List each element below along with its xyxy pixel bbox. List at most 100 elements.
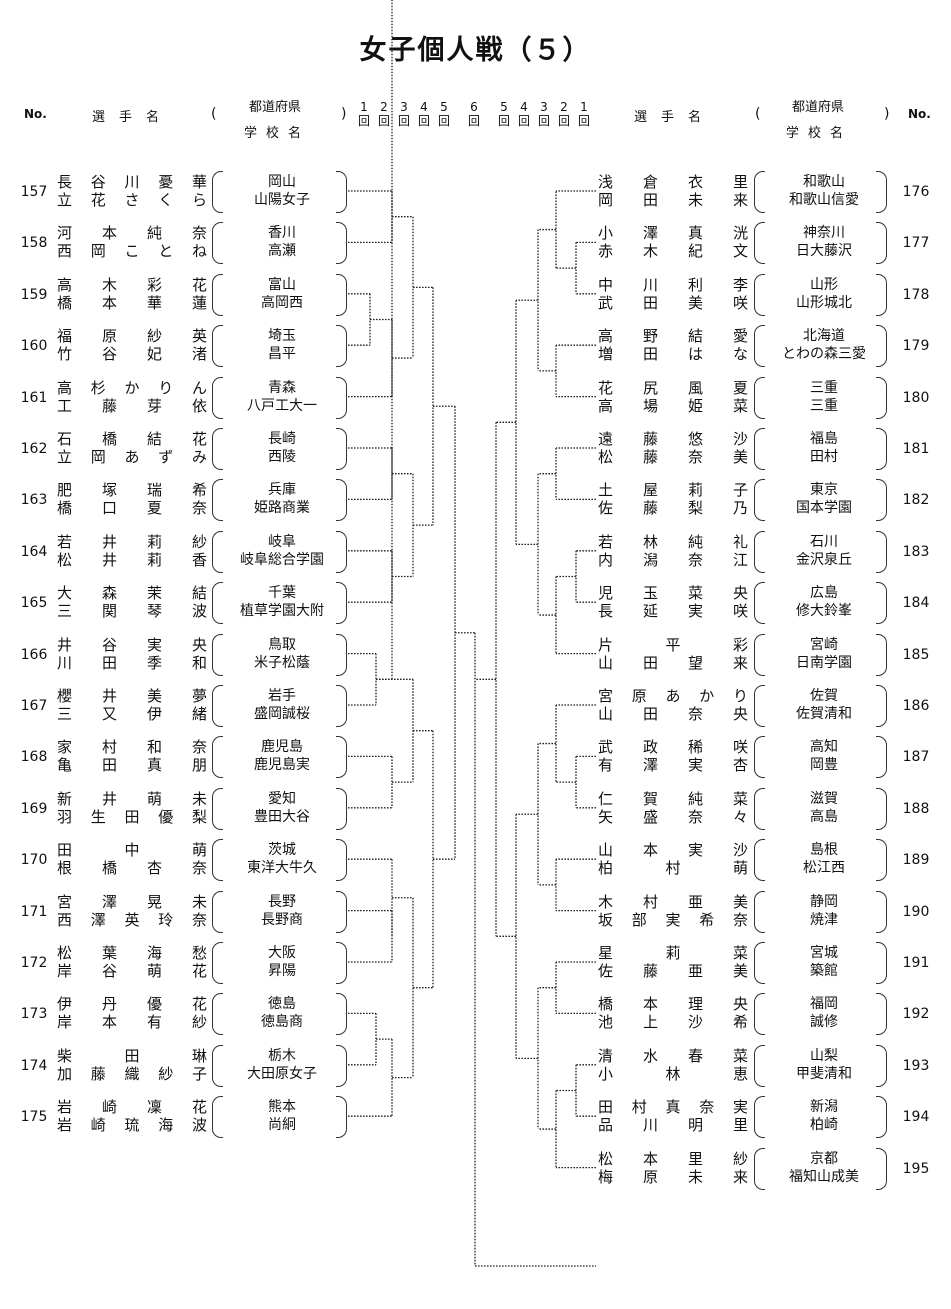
prefecture: 島根 [810,842,838,859]
prefecture: 香川 [268,225,296,242]
school-name: 米子松蔭 [254,654,310,671]
player-name: 松本里紗 [598,1149,748,1168]
bracket-paren-left [754,1147,765,1190]
bracket-paren-left [754,273,765,316]
player-name: 櫻井美夢 [57,687,207,705]
entry-number: 160 [20,338,48,355]
school-name: 修大鈴峯 [796,603,852,620]
player-name: 立岡あずみ [57,448,207,466]
school-name: 築館 [810,963,838,979]
bracket-paren-right [876,1147,887,1190]
prefecture: 静岡 [810,893,838,910]
player-name: 田中萌 [57,841,207,860]
player-name: 岸谷萌花 [57,962,207,980]
player-name: 橋口夏奈 [57,499,207,518]
player-name: 品川明里 [598,1116,748,1135]
player-name: 西岡ことね [57,242,207,261]
entry-number: 174 [20,1057,48,1074]
bracket-paren-left [212,1044,223,1087]
prefecture: 岐阜 [268,533,296,550]
entry-number: 177 [902,235,930,252]
player-name: 高杉かりん [57,378,207,397]
school-name: 金沢泉丘 [796,551,852,568]
player-name: 羽生田優梨 [57,807,207,826]
prefecture: 三重 [810,379,838,396]
player-name: 星莉菜 [598,944,748,962]
left-no-label: No. [24,107,47,121]
entry-number: 161 [20,389,48,406]
left-pref-label: 都道府県 [249,100,302,115]
prefecture: 山梨 [810,1047,838,1064]
prefecture: 神奈川 [803,225,845,242]
left-name-label: 選手名 [92,110,174,125]
school-name: 田村 [810,449,838,465]
entry-number: 180 [902,389,930,406]
school-name: 佐賀清和 [796,706,852,722]
bracket-paren-left [212,530,223,573]
player-name: 武田美咲 [598,293,748,312]
school-name: 東洋大牛久 [247,860,317,877]
entry-number: 173 [20,1006,48,1023]
player-name: 土屋莉子 [598,481,748,500]
school-name: 大田原女子 [247,1065,317,1082]
school-name: 甲斐清和 [796,1065,852,1082]
left-paren-open: ( [211,106,217,122]
player-name: 若井莉紗 [57,532,207,551]
prefecture: 山形 [810,276,838,293]
prefecture: 宮城 [810,945,838,961]
school-name: 山形城北 [796,294,852,311]
entry-number: 171 [20,903,48,920]
school-name: 昇陽 [268,963,296,979]
player-name: 竹谷妃渚 [57,345,207,364]
entry-number: 195 [902,1160,930,1177]
player-name: 佐藤梨乃 [598,499,748,518]
entry-number: 184 [902,595,930,612]
bracket-paren-right [336,376,347,419]
prefecture: 岩手 [268,688,296,704]
player-name: 岸本有紗 [57,1013,207,1032]
school-name: 徳島商 [261,1014,303,1031]
player-name: 浅倉衣里 [598,173,748,191]
player-name: 橋本理央 [598,995,748,1014]
player-name: 三関琴波 [57,602,207,621]
school-name: 焼津 [810,911,838,928]
school-name: 山陽女子 [254,192,310,208]
school-name: 誠修 [810,1014,838,1031]
bracket-paren-left [212,633,223,676]
player-name: 山本実沙 [598,841,748,860]
entry-number: 172 [20,955,48,971]
player-name: 内潟奈江 [598,550,748,569]
player-name: 川田季和 [57,653,207,672]
entry-number: 186 [902,698,930,714]
bracket-paren-left [212,787,223,830]
entry-number: 187 [902,749,930,766]
entry-number: 157 [20,184,48,200]
entry-number: 176 [902,184,930,200]
prefecture: 茨城 [268,842,296,859]
player-name: 池上沙希 [598,1013,748,1032]
right-paren-close: ) [884,106,890,122]
player-name: 長延実咲 [598,602,748,621]
player-name: 高木彩花 [57,275,207,294]
school-name: 和歌山信愛 [789,192,859,208]
